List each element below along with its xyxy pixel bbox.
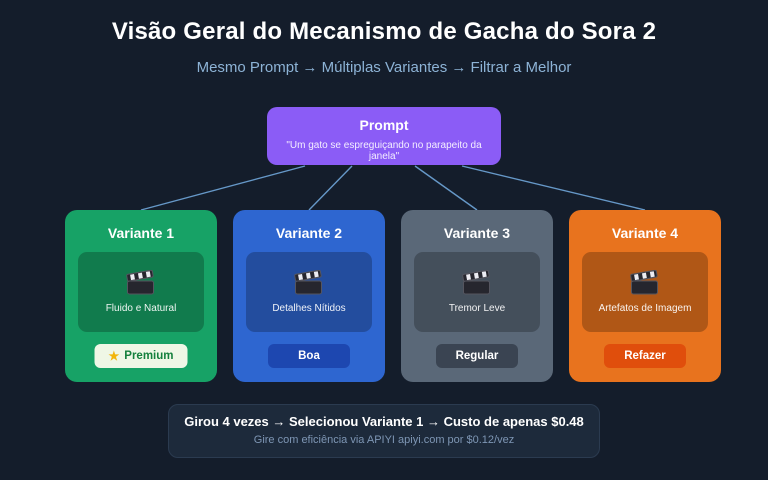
page-subtitle: Mesmo Prompt → Múltiplas Variantes → Fil…: [196, 59, 572, 76]
variant-rating-badge: ★ Premium: [94, 344, 188, 368]
variant-rating-badge: Refazer: [604, 344, 686, 368]
variant-preview: Fluido e Natural: [78, 252, 204, 332]
variant-preview: Detalhes Nítidos: [246, 252, 372, 332]
variant-card-3: Variante 3 Tremor Leve Regular: [401, 210, 553, 382]
variant-quality-label: Artefatos de Imagem: [598, 303, 692, 314]
variant-quality-label: Tremor Leve: [448, 303, 506, 314]
variant-title: Variante 1: [107, 225, 175, 241]
clapperboard-icon: [630, 270, 660, 296]
summary-result-text: Girou 4 vezes → Selecionou Variante 1 → …: [184, 414, 584, 429]
variant-card-1: Variante 1 Fluido e Natural ★ Premium: [65, 210, 217, 382]
badge-label: Regular: [455, 350, 499, 362]
page-title: Visão Geral do Mecanismo de Gacha do Sor…: [111, 18, 657, 45]
badge-label: Refazer: [624, 350, 666, 362]
variant-preview: Tremor Leve: [414, 252, 540, 332]
star-icon: ★: [108, 349, 120, 363]
prompt-node-quote: "Um gato se espreguiçando no parapeito d…: [286, 140, 482, 162]
variant-rating-badge: Regular: [436, 344, 518, 368]
variant-title: Variante 2: [275, 225, 343, 241]
badge-label: Boa: [298, 350, 320, 362]
prompt-node: Prompt "Um gato se espreguiçando no para…: [267, 107, 501, 165]
variant-quality-label: Detalhes Nítidos: [272, 303, 346, 314]
variant-card-2: Variante 2 Detalhes Nítidos Boa: [233, 210, 385, 382]
variant-title: Variante 4: [611, 225, 679, 241]
variant-title: Variante 3: [443, 225, 511, 241]
summary-bar: Girou 4 vezes → Selecionou Variante 1 → …: [168, 404, 600, 458]
variant-quality-label: Fluido e Natural: [105, 303, 177, 314]
variant-preview: Artefatos de Imagem: [582, 252, 708, 332]
clapperboard-icon: [462, 270, 492, 296]
clapperboard-icon: [126, 270, 156, 296]
connector-lines: [140, 165, 646, 211]
variant-card-4: Variante 4 Artefatos de Imagem Refazer: [569, 210, 721, 382]
variant-rating-badge: Boa: [268, 344, 350, 368]
summary-promo-text: Gire com eficiência via APIYI apiyi.com …: [253, 434, 515, 446]
clapperboard-icon: [294, 270, 324, 296]
prompt-node-label: Prompt: [359, 117, 409, 133]
badge-label: Premium: [124, 350, 174, 362]
